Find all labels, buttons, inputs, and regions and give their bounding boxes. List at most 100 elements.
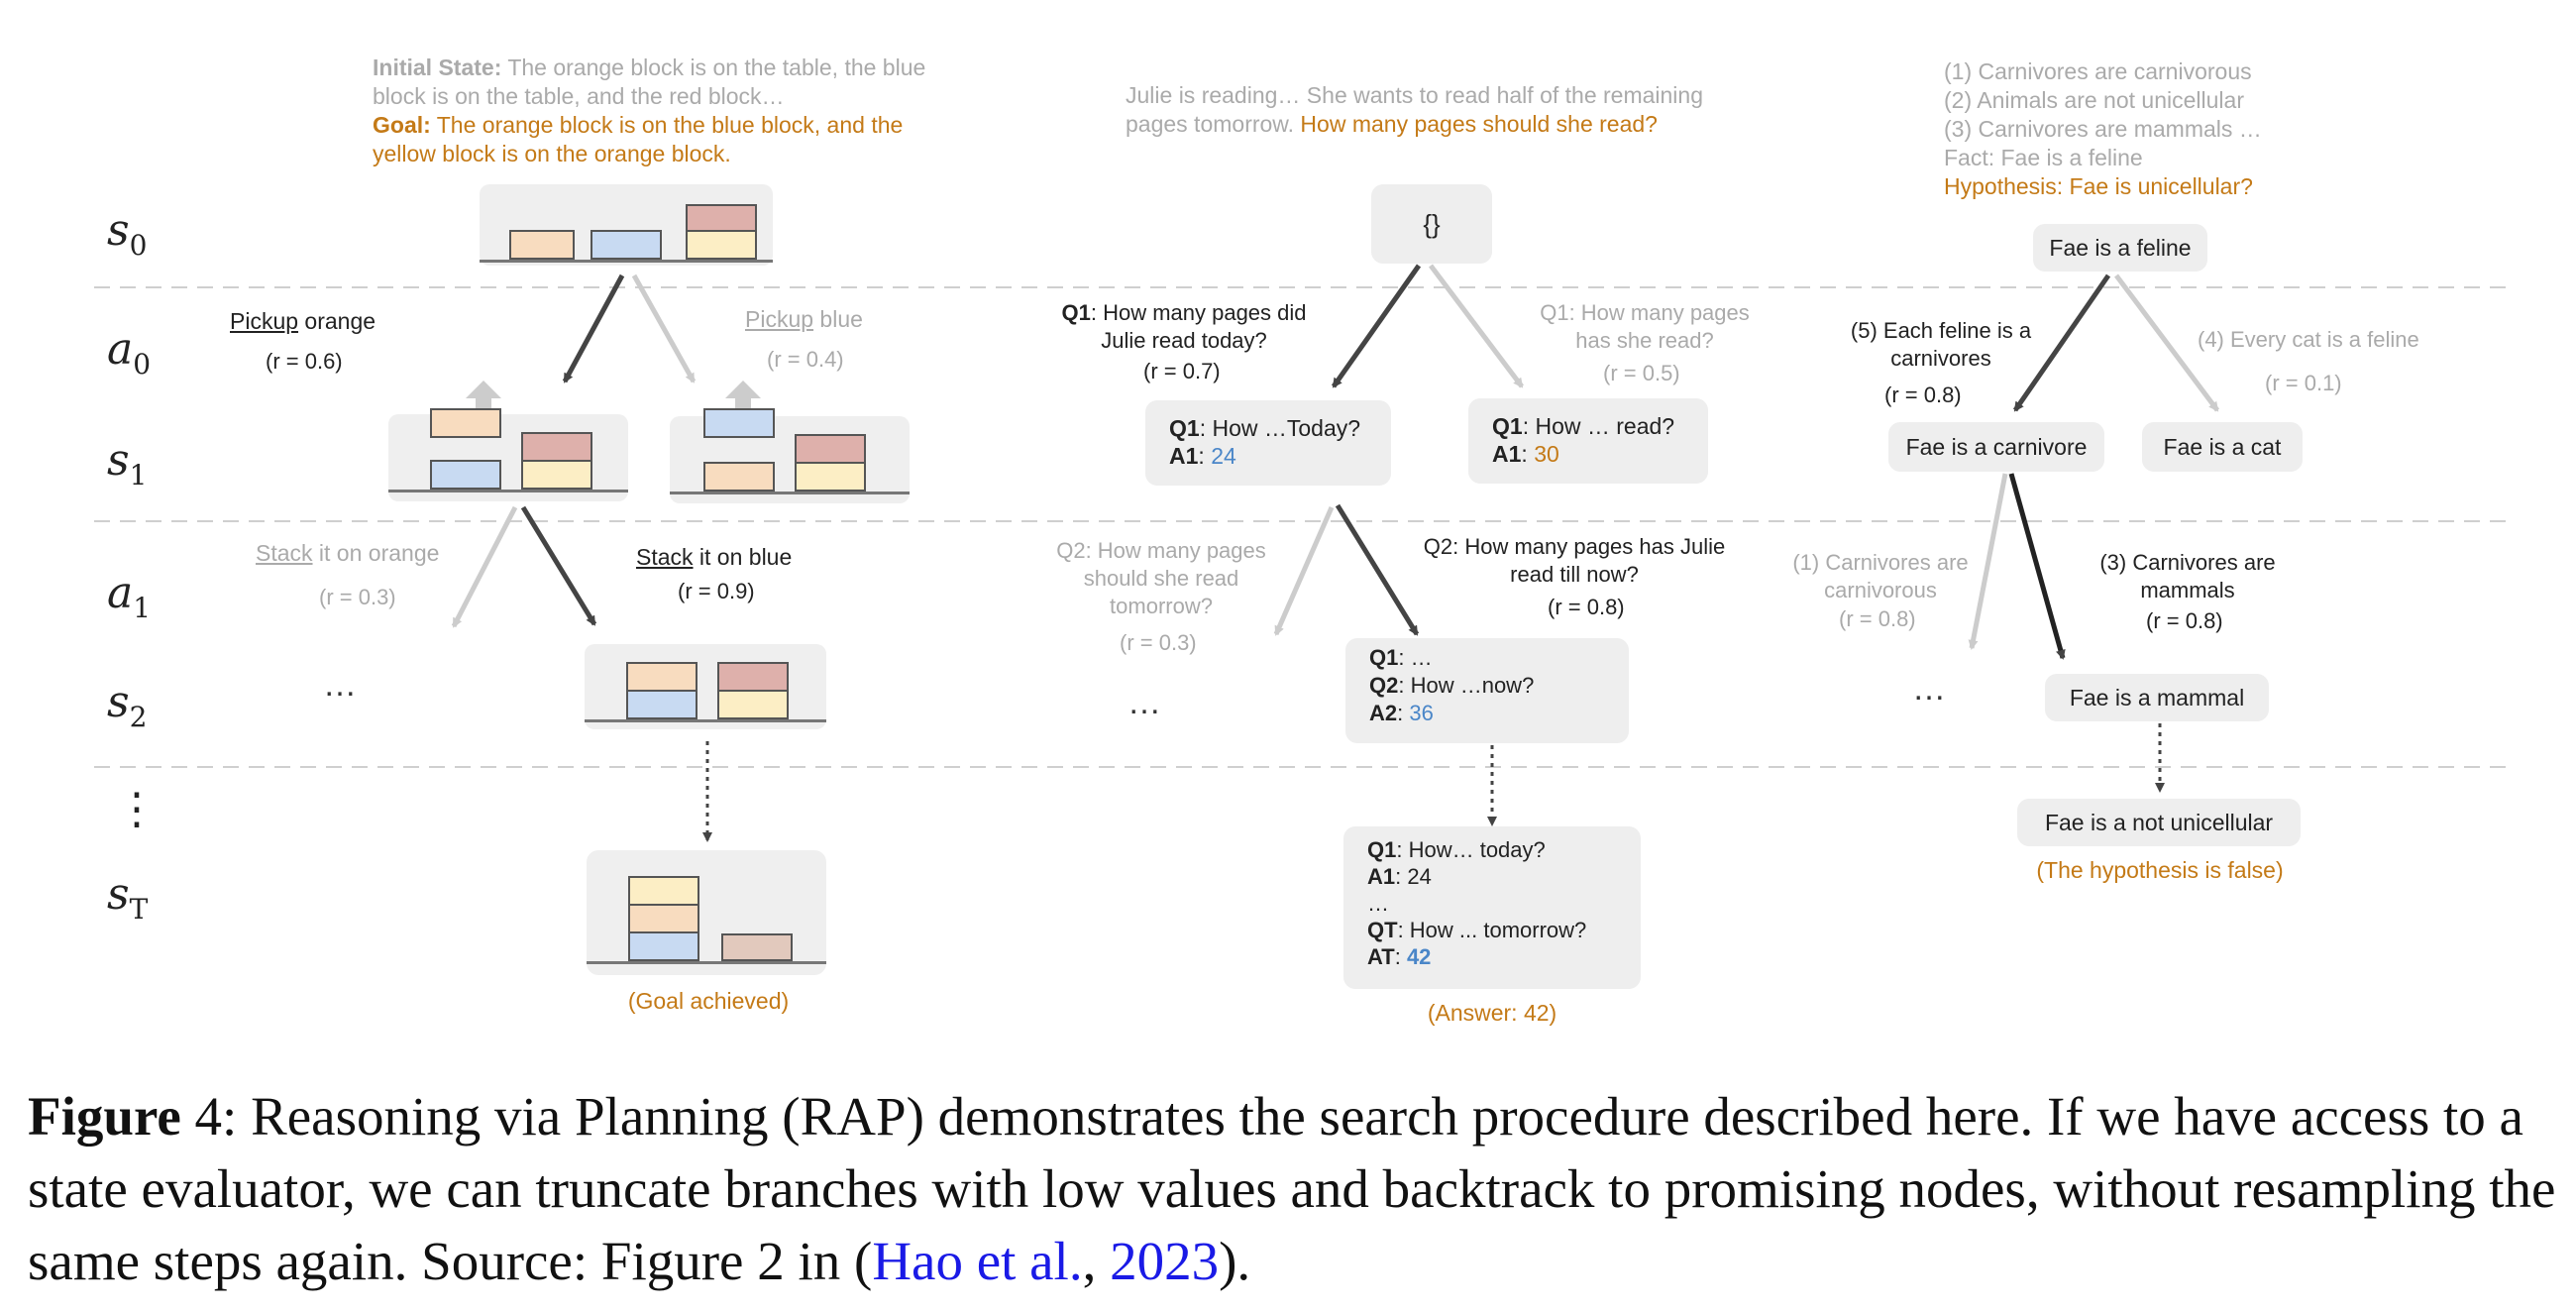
math-sT-qT: QT: How ... tomorrow? [1367,918,1587,942]
blocks-state-s1-right [670,381,910,503]
math-a1-right-reward: (r = 0.8) [1548,595,1625,619]
caption-cite-sep: , [1082,1231,1111,1291]
math-s2-a2: A2: 36 [1369,701,1434,725]
math-s2-q1: Q1: … [1369,645,1433,670]
block-yellow [717,690,789,719]
arrow-logic-cat-feline [2114,273,2219,412]
math-s1-right-answer: A1: 30 [1492,441,1559,467]
table-line [585,719,826,722]
math-root-node: {} [1371,184,1492,264]
math-problem: Julie is reading… She wants to read half… [1126,82,1703,137]
caption-text: Reasoning via Planning (RAP) demonstrate… [28,1086,2556,1291]
math-s1-right-node: Q1: How … read? A1: 30 [1468,398,1708,484]
row-label-s0: s0 [107,205,148,262]
citation-author-link[interactable]: Hao et al. [872,1231,1083,1291]
logic-s1-left-node: Fae is a carnivore [1888,422,2104,472]
table-line [480,260,773,263]
blocks-goal-achieved: (Goal achieved) [627,988,790,1014]
math-answer: (Answer: 42) [1427,1000,1557,1026]
caption-label: Figure [28,1086,181,1147]
block-orange [703,462,775,492]
math-a0-right-question: Q1: How many pages has she read? [1540,300,1750,353]
row-label-vdots: ⋮ [115,784,159,834]
logic-a1-left-rule: (1) Carnivores are carnivorous [1792,550,1969,602]
math-sT-a1: A1: 24 [1367,864,1432,889]
logic-a1-right-reward: (r = 0.8) [2146,608,2223,633]
logic-premise-3: (3) Carnivores are mammals … [1944,116,2262,142]
arrow-stack-on-orange [451,505,518,628]
block-red [795,434,866,464]
block-yellow [795,462,866,492]
math-s1-right-question: Q1: How … read? [1492,413,1675,439]
arrow-math-q1-today [1331,264,1422,388]
block-orange [628,904,699,933]
caption-number: 4: [180,1086,238,1147]
logic-s2-node: Fae is a mammal [2045,674,2269,721]
math-a0-left-question: Q1: How many pages did Julie read today? [1061,300,1307,353]
block-orange [626,662,698,692]
block-red [717,662,789,692]
math-a1-right-question: Q2: How many pages has Julie read till n… [1423,534,1726,587]
connector-layer [94,264,2507,842]
block-yellow [686,230,757,260]
math-a0-right-reward: (r = 0.5) [1603,361,1680,385]
math-a0-left-reward: (r = 0.7) [1143,359,1221,383]
logic-premise-1: (1) Carnivores are carnivorous [1944,58,2252,84]
arrow-pickup-orange [562,273,625,383]
logic-s1-right-node: Fae is a cat [2142,422,2303,472]
block-blue [430,460,501,490]
logic-a1-left-reward: (r = 0.8) [1839,606,1916,631]
table-line [670,492,910,494]
blocks-state-s1-left [388,381,628,501]
block-red-faded [721,933,793,961]
arrow-logic-mammals [2008,473,2066,660]
math-a1-left-reward: (r = 0.3) [1120,630,1197,655]
blocks-a1-left-action: Stack it on orange [256,540,440,566]
block-blue-held [703,408,775,438]
figure-caption: Figure 4: Reasoning via Planning (RAP) d… [28,1080,2564,1297]
lift-arrow-icon [466,381,501,398]
math-sT-dots: … [1367,891,1389,916]
block-red [521,432,592,462]
logic-premise-2: (2) Animals are not unicellular [1944,87,2244,113]
block-yellow [628,876,699,906]
block-blue [628,931,699,961]
blocks-goal: Goal: The orange block is on the blue bl… [373,112,904,166]
blocks-a1-right-action: Stack it on blue [636,544,793,570]
block-red [686,204,757,232]
math-s2-node: Q1: … Q2: How …now? A2: 36 [1345,638,1629,743]
block-yellow [521,460,592,490]
logic-a0-left-reward: (r = 0.8) [1884,383,1962,407]
blocks-initial-state: Initial State: The orange block is on th… [373,55,926,109]
blocks-a0-left-action: Pickup orange [230,308,376,334]
table-line [587,961,826,964]
math-s1-left-answer: A1: 24 [1169,443,1236,469]
logic-a0-right-rule: (4) Every cat is a feline [2198,327,2419,352]
lift-arrow-shaft [735,398,751,408]
math-s2-q2: Q2: How …now? [1369,673,1535,698]
math-s1-left-node: Q1: How …Today? A1: 24 [1145,400,1391,486]
logic-a0-right-reward: (r = 0.1) [2265,371,2342,395]
blocks-a0-right-action: Pickup blue [745,306,863,332]
blocks-state-sT [587,850,826,975]
arrow-math-q2-tomorrow [1273,505,1335,636]
block-orange [509,230,575,260]
table-line [388,490,628,492]
block-blue [590,230,662,260]
logic-s2-ellipsis: … [1912,670,1949,708]
blocks-a1-right-reward: (r = 0.9) [678,579,755,603]
row-label-s2: s2 [107,677,148,733]
logic-sT-node: Fae is a not unicellular [2017,799,2301,846]
citation-year-link[interactable]: 2023 [1110,1231,1220,1291]
blocks-a1-left-reward: (r = 0.3) [319,585,396,609]
math-s1-left-question: Q1: How …Today? [1169,415,1361,441]
math-sT-aT: AT: 42 [1367,944,1432,969]
row-dividers [94,286,2507,768]
logic-fact: Fact: Fae is a feline [1944,145,2143,170]
math-a1-left-question: Q2: How many pages should she read tomor… [1056,538,1266,618]
logic-hypothesis: Hypothesis: Fae is unicellular? [1944,173,2253,199]
arrow-math-q1-read [1429,264,1524,388]
logic-a0-left-rule: (5) Each feline is a carnivores [1850,318,2032,371]
row-label-s1: s1 [107,435,148,492]
